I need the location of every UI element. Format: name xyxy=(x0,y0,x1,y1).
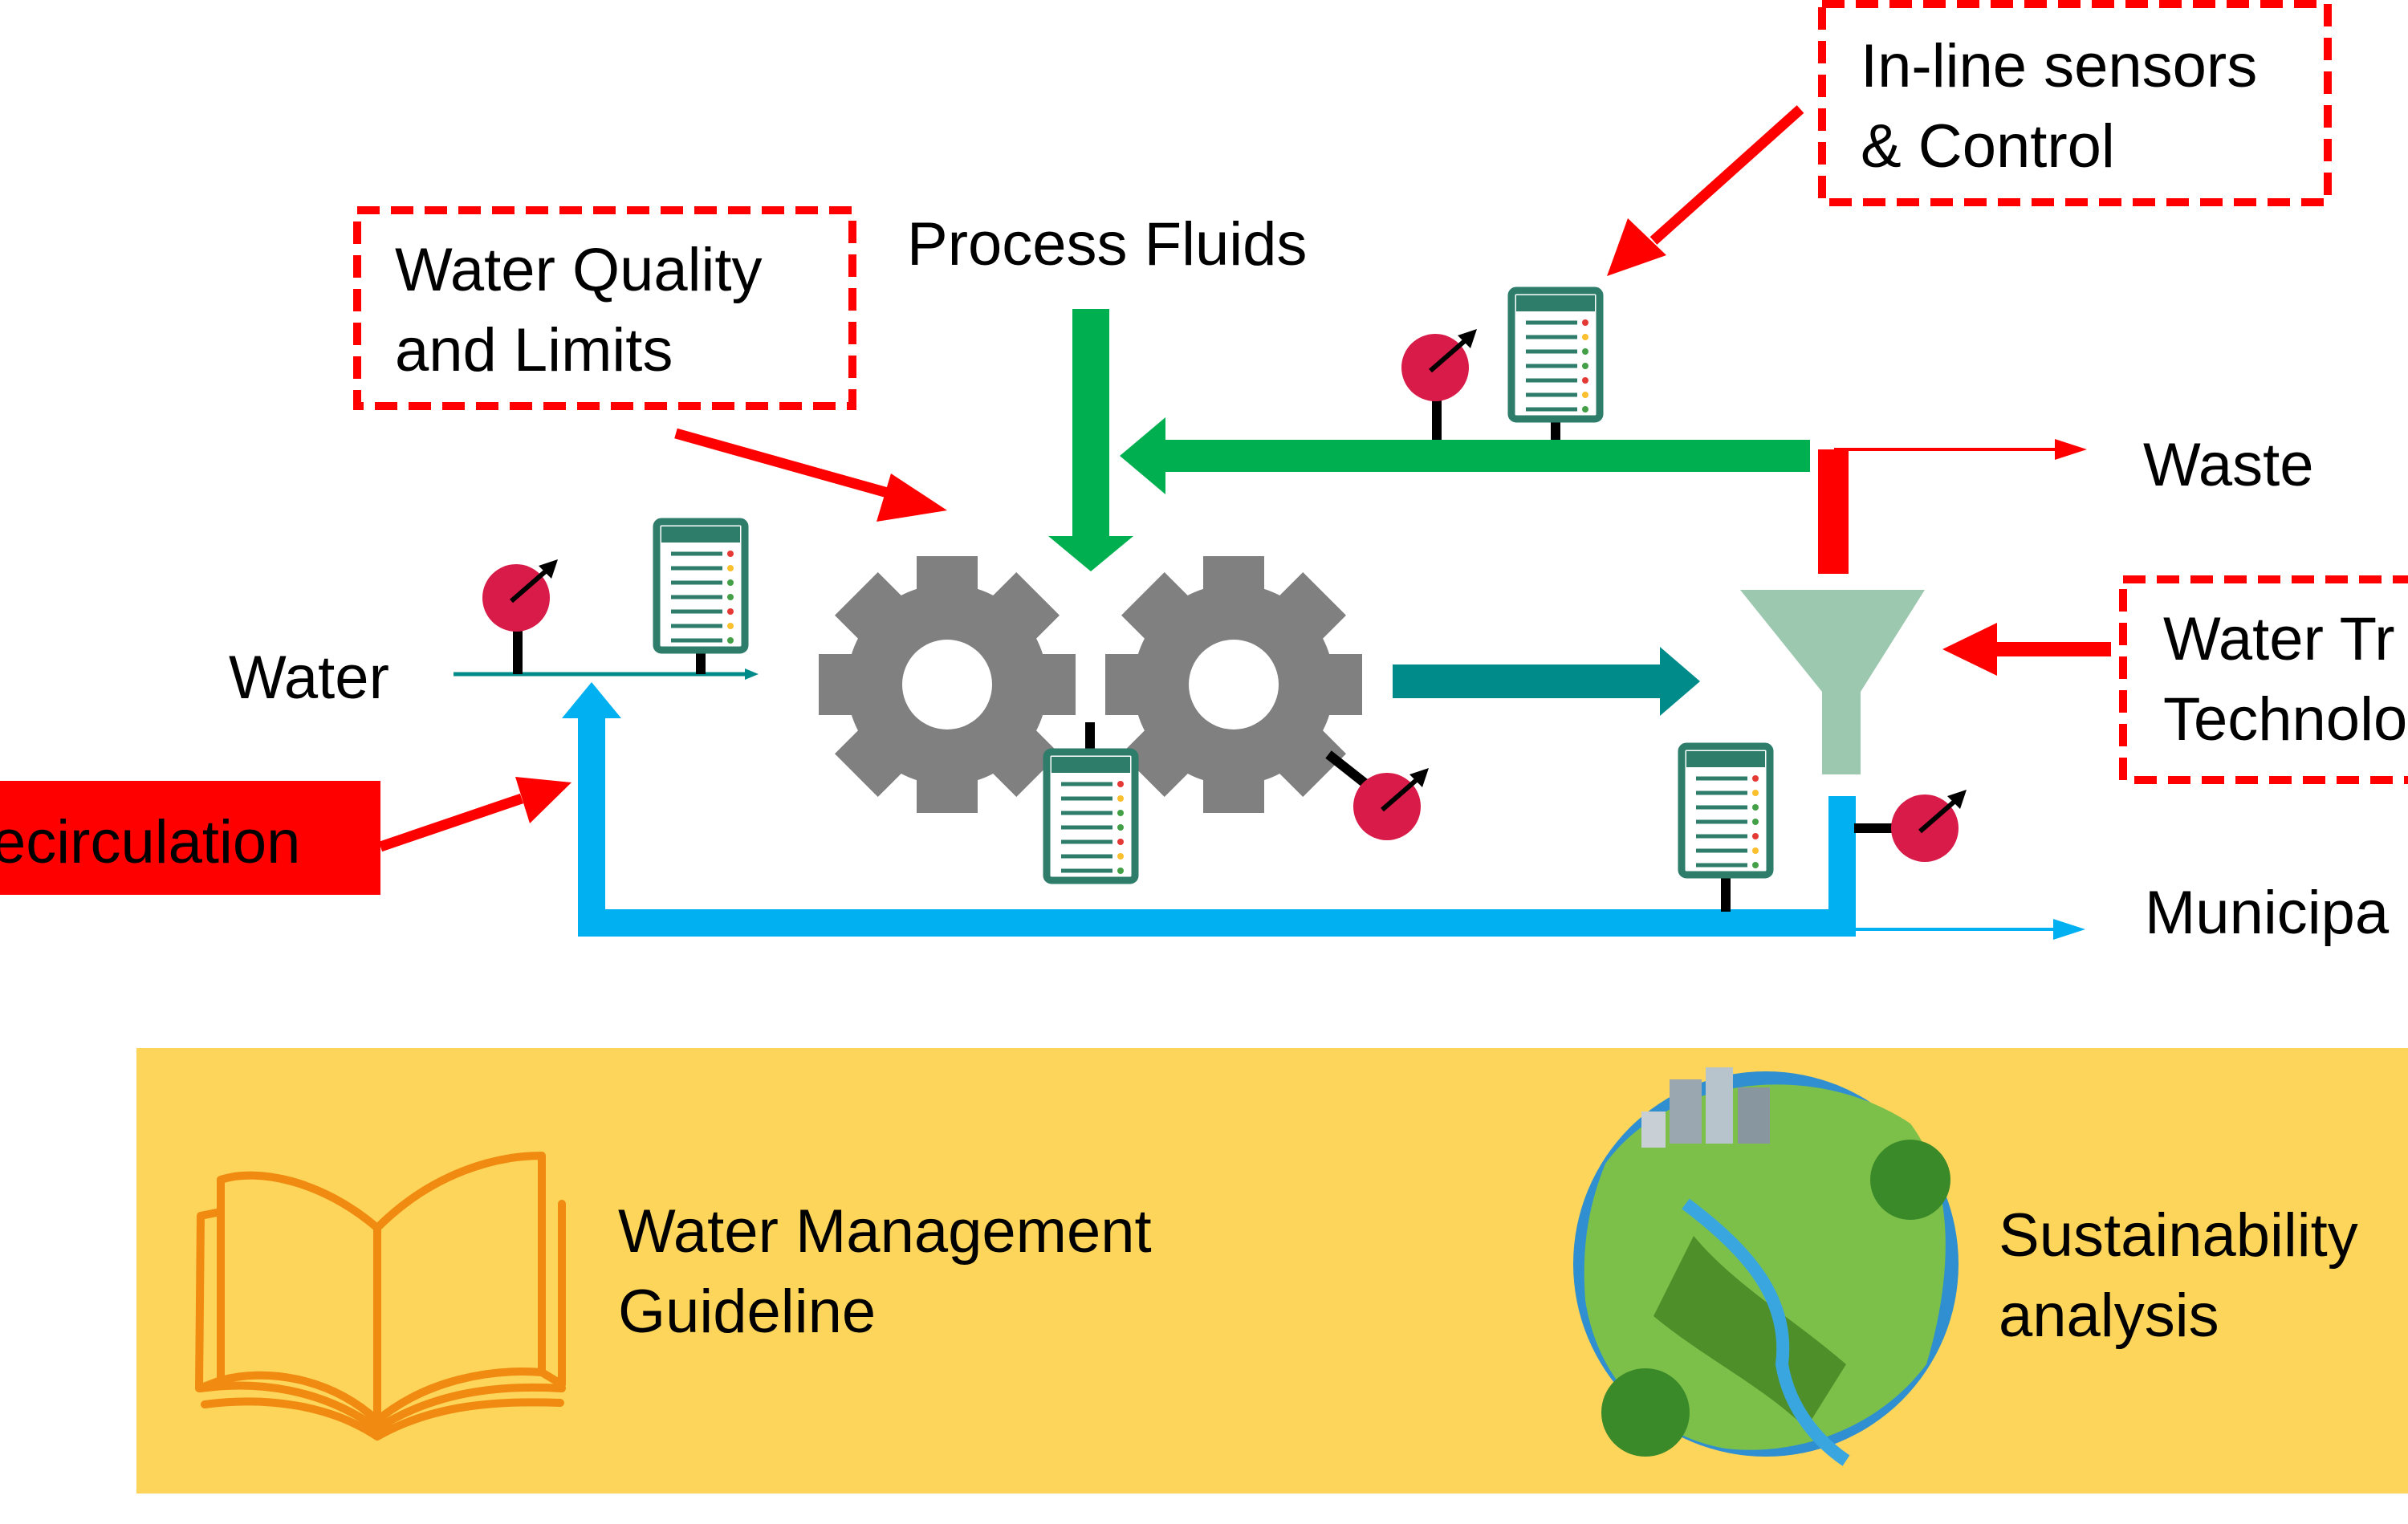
arrow-quality xyxy=(674,428,901,502)
arrow-treatment-head xyxy=(1942,623,1997,676)
red-arrows xyxy=(378,105,2111,852)
teal-arrow xyxy=(1393,647,1700,716)
municipal-arrow-head xyxy=(2053,919,2085,940)
water-quality-box: Water Quality and Limits xyxy=(353,206,856,410)
recirculation-box: ecirculation xyxy=(0,781,380,895)
teal-arrow-head xyxy=(1660,647,1700,716)
sustainability-label-2: analysis xyxy=(1999,1282,2219,1350)
globe-icon xyxy=(1573,1067,1959,1466)
green-arrow-down-head xyxy=(1048,536,1133,571)
gear-icon xyxy=(1105,556,1362,813)
arrow-inline xyxy=(1649,105,1804,245)
sensor-panel-icon xyxy=(1047,752,1135,880)
water-treatment-label-1: Water Tr xyxy=(2163,605,2395,673)
water-inlet-line xyxy=(454,522,759,680)
gear-icon xyxy=(819,556,1076,813)
blue-arrow-up-head xyxy=(562,682,621,718)
water-treatment-box: Water Tr Technolo xyxy=(2119,575,2408,784)
green-process-loop xyxy=(1048,291,1810,571)
blue-recirculation-loop xyxy=(562,682,2085,940)
arrow-inline-head xyxy=(1607,218,1666,276)
waste-outlet xyxy=(1818,439,2087,574)
filter-funnel-icon xyxy=(1740,590,1925,774)
waste-arrow-head xyxy=(2055,439,2087,460)
bottom-band xyxy=(136,1048,2408,1494)
arrow-quality-head xyxy=(877,473,947,522)
municipal-label: Municipa xyxy=(2145,879,2390,947)
open-book-icon xyxy=(195,1152,566,1441)
sensor-panel-icon xyxy=(1682,746,1770,875)
process-gears xyxy=(819,556,1429,880)
water-label: Water xyxy=(229,644,389,712)
water-treatment-label-2: Technolo xyxy=(2163,685,2407,754)
sensor-panel-icon xyxy=(1511,291,1600,419)
inline-sensors-label-2: & Control xyxy=(1861,112,2115,181)
inline-sensors-box: In-line sensors & Control xyxy=(1818,0,2332,206)
inline-sensors-label-1: In-line sensors xyxy=(1861,32,2257,100)
sustainability-label-1: Sustainability xyxy=(1999,1201,2358,1270)
guideline-label-1: Water Management xyxy=(618,1197,1152,1266)
arrow-recirculation xyxy=(378,793,524,852)
guideline-label-2: Guideline xyxy=(618,1278,876,1346)
gauge-icon xyxy=(1401,329,1477,401)
gauge-icon xyxy=(1891,790,1967,862)
process-fluids-label: Process Fluids xyxy=(907,210,1307,278)
sensor-panel-icon xyxy=(657,522,745,650)
water-quality-label-2: and Limits xyxy=(395,316,673,384)
recirculation-label: ecirculation xyxy=(0,808,300,876)
green-arrow-left-head xyxy=(1120,417,1165,494)
gauge-icon xyxy=(482,559,558,632)
arrow-recirculation-head xyxy=(515,777,571,823)
water-quality-label-1: Water Quality xyxy=(395,236,763,304)
waste-label: Waste xyxy=(2143,431,2314,499)
